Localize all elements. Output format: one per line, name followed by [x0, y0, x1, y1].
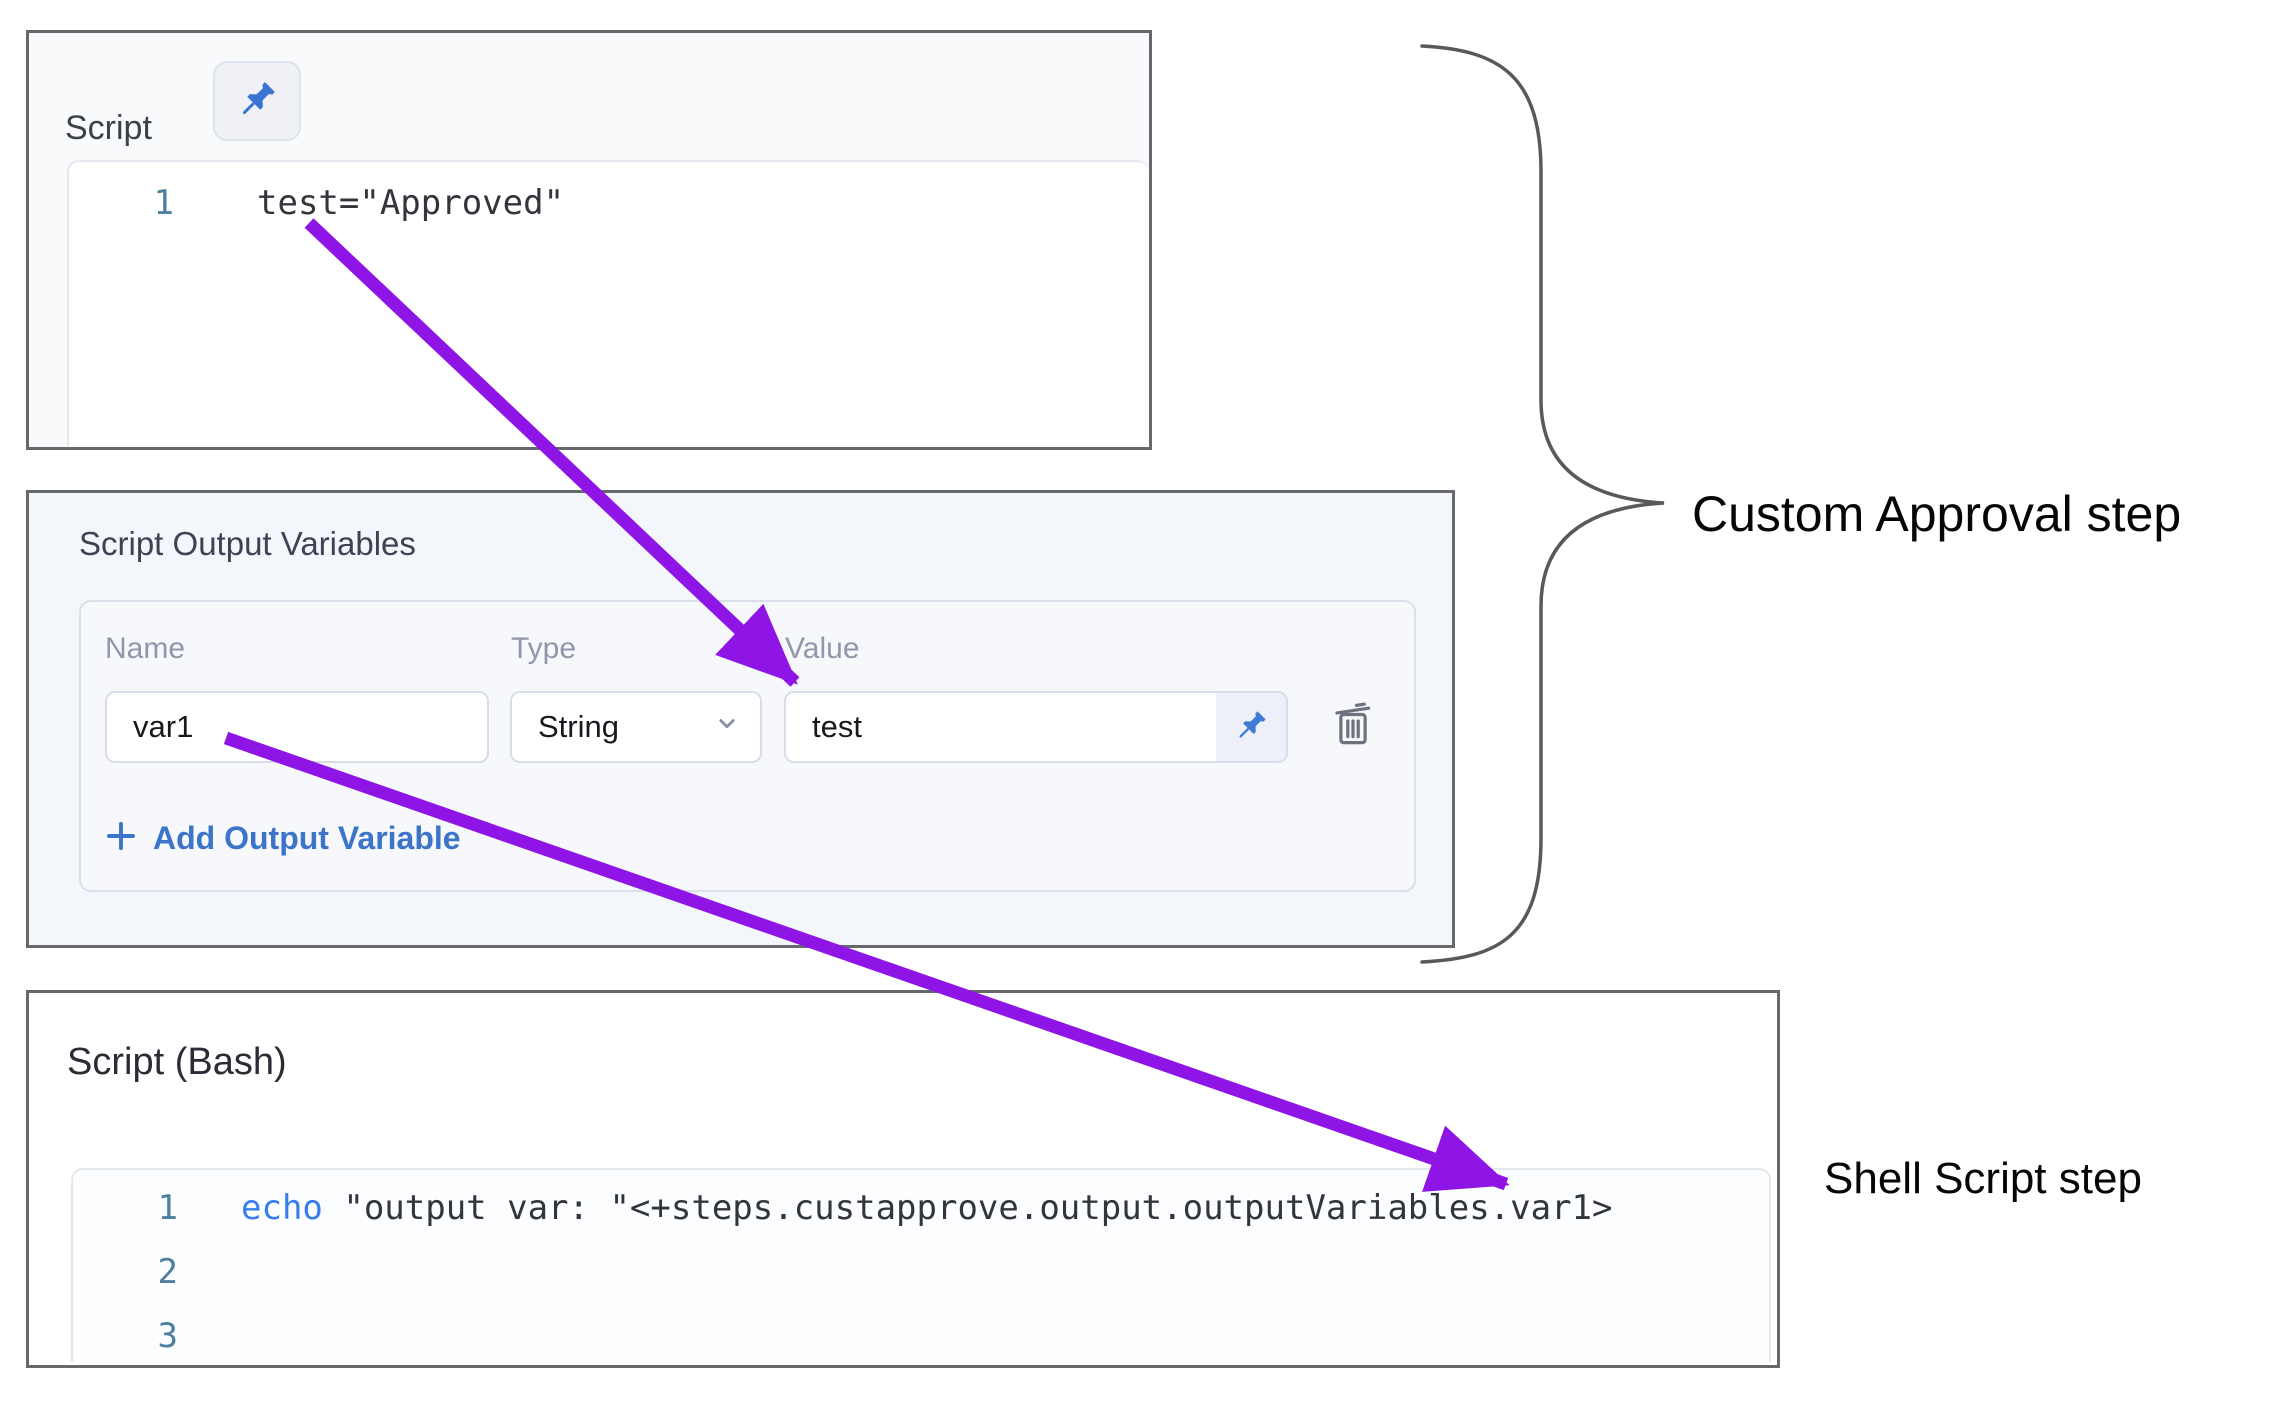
code-line-text: echo "output var: "<+steps.custapprove.o…	[241, 1188, 1612, 1228]
pushpin-icon	[1233, 708, 1269, 747]
bash-code-editor[interactable]: 1 echo "output var: "<+steps.custapprove…	[71, 1168, 1771, 1362]
output-variables-card: Name Type Value String	[79, 600, 1416, 892]
chevron-down-icon	[712, 708, 742, 746]
curly-brace	[1420, 44, 1665, 964]
variable-value-field	[784, 691, 1288, 763]
script-code-editor[interactable]: 1 test="Approved"	[67, 160, 1149, 447]
delete-variable-button[interactable]	[1327, 698, 1379, 750]
code-line-text: test="Approved"	[257, 183, 565, 223]
custom-approval-step-label: Custom Approval step	[1692, 486, 2182, 542]
value-pin-button[interactable]	[1216, 693, 1286, 761]
variable-name-input[interactable]	[105, 691, 489, 763]
pushpin-icon	[235, 78, 279, 125]
pin-button[interactable]	[213, 61, 301, 141]
echo-arguments: "output var: "<+steps.custapprove.output…	[322, 1188, 1613, 1228]
code-line-row: 3	[73, 1304, 1769, 1368]
bash-script-panel: Script (Bash) 1 echo "output var: "<+ste…	[26, 990, 1780, 1368]
echo-keyword: echo	[241, 1188, 323, 1228]
value-column-label: Value	[785, 632, 860, 665]
output-variables-title: Script Output Variables	[79, 525, 416, 562]
code-line-row: 1 echo "output var: "<+steps.custapprove…	[73, 1176, 1769, 1240]
script-panel: Script 1 test="Approved"	[26, 30, 1152, 450]
line-number: 1	[153, 183, 174, 223]
code-line-row: 1 test="Approved"	[69, 182, 1149, 224]
shell-script-step-label: Shell Script step	[1824, 1154, 2142, 1203]
output-variables-panel: Script Output Variables Name Type Value …	[26, 490, 1455, 948]
trash-icon	[1327, 702, 1379, 753]
script-panel-title: Script	[65, 109, 152, 147]
add-output-variable-label: Add Output Variable	[153, 820, 461, 856]
bash-panel-title: Script (Bash)	[67, 1041, 287, 1083]
name-column-label: Name	[105, 632, 186, 665]
plus-icon	[103, 818, 139, 859]
variable-type-select[interactable]: String	[510, 691, 762, 763]
code-line-row: 2	[73, 1240, 1769, 1304]
variable-type-value: String	[538, 709, 619, 744]
type-column-label: Type	[511, 632, 577, 665]
line-number: 1	[157, 1188, 178, 1228]
line-number: 3	[157, 1316, 178, 1356]
add-output-variable-button[interactable]: Add Output Variable	[103, 818, 461, 859]
variable-value-input[interactable]	[786, 693, 1216, 761]
line-number: 2	[157, 1252, 178, 1292]
